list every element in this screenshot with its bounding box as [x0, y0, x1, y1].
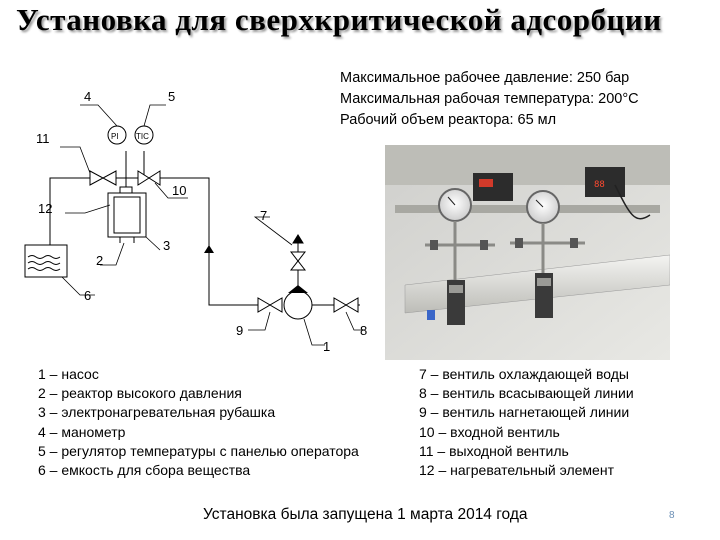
pump-icon [283, 285, 313, 320]
legend-item-8: 8 – вентиль всасывающей линии [419, 385, 634, 402]
controller-display: 88 [594, 180, 605, 190]
label-8: 8 [360, 323, 367, 338]
outlet-pipe [49, 177, 103, 245]
launch-date-note: Установка была запущена 1 марта 2014 год… [203, 506, 528, 523]
cooling-valve-icon [289, 234, 307, 271]
outlet-valve-icon [89, 170, 117, 186]
photo-gauge-left-icon [438, 188, 472, 222]
label-9: 9 [236, 323, 243, 338]
legend-item-11: 11 – выходной вентиль [419, 442, 569, 459]
legend-item-12: 12 – нагревательный элемент [419, 462, 614, 479]
label-11: 11 [36, 131, 50, 146]
legend-right: 7 – вентиль охлаждающей воды 8 – вентиль… [419, 365, 634, 480]
photo-gauge-right-icon [526, 190, 560, 224]
page-title: Установка для сверхкритической адсорбции [16, 2, 662, 37]
inlet-valve-icon [137, 170, 161, 186]
legend-item-6: 6 – емкость для сбора вещества [38, 462, 251, 479]
spec-max-pressure: Максимальное рабочее давление: 250 бар [340, 70, 630, 86]
legend-item-10: 10 – входной вентиль [419, 423, 560, 440]
temperature-controller-icon: TIC [134, 125, 154, 145]
discharge-valve-icon [257, 297, 283, 313]
process-diagram: PI TIC [24, 89, 367, 354]
specifications: Максимальное рабочее давление: 250 бар М… [340, 68, 639, 131]
pressure-gauge-icon: PI [107, 125, 127, 145]
reactor-icon [107, 186, 147, 243]
label-1: 1 [323, 339, 330, 354]
collection-vessel-icon [24, 244, 68, 278]
legend-item-1: 1 – насос [38, 366, 99, 382]
gauge-pi-label: PI [111, 132, 119, 141]
legend-item-5: 5 – регулятор температуры с панелью опер… [38, 442, 359, 459]
gauge-tic-label: TIC [136, 132, 149, 141]
legend-item-4: 4 – манометр [38, 423, 126, 440]
equipment-photo: 88 [385, 145, 670, 360]
label-10: 10 [172, 183, 186, 198]
label-2: 2 [96, 253, 103, 268]
legend-item-2: 2 – реактор высокого давления [38, 385, 242, 402]
label-6: 6 [84, 288, 91, 303]
label-3: 3 [163, 238, 170, 253]
legend-item-7: 7 – вентиль охлаждающей воды [419, 366, 629, 382]
legend-left: 1 – насос 2 – реактор высокого давления … [38, 365, 359, 480]
label-5: 5 [168, 89, 175, 104]
legend-item-3: 3 – электронагревательная рубашка [38, 404, 276, 421]
label-4: 4 [84, 89, 91, 104]
flow-arrow-icon [204, 245, 214, 253]
spec-reactor-volume: Рабочий объем реактора: 65 мл [340, 112, 557, 128]
suction-valve-icon [333, 297, 359, 313]
page-number: 8 [669, 510, 675, 521]
inlet-pipe [149, 177, 268, 306]
legend-item-9: 9 – вентиль нагнетающей линии [419, 404, 630, 421]
label-12: 12 [38, 201, 52, 216]
label-7: 7 [260, 208, 267, 223]
spec-max-temperature: Максимальная рабочая температура: 200°С [340, 91, 639, 107]
